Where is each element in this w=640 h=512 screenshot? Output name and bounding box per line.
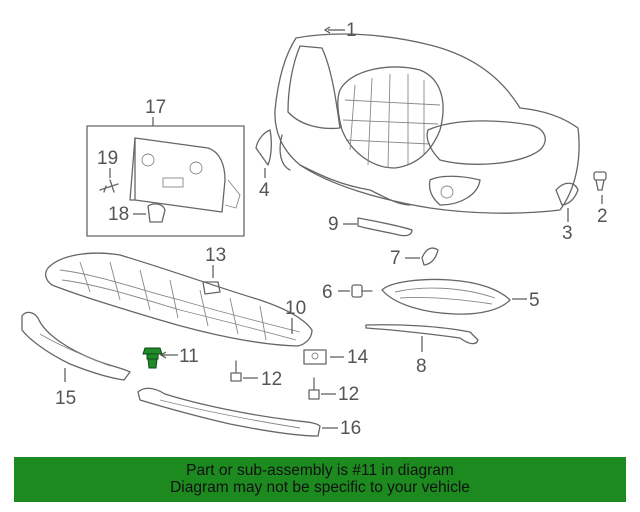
tow-cover-4 xyxy=(255,129,272,178)
bolt-6 xyxy=(338,284,373,298)
molding-16 xyxy=(137,387,338,437)
strip-9 xyxy=(343,217,413,237)
callout-2: 2 xyxy=(597,206,608,227)
callout-16: 16 xyxy=(340,418,361,439)
molding-8 xyxy=(365,324,479,352)
bracket-13 xyxy=(202,265,221,295)
screw-2 xyxy=(593,171,607,204)
banner-line-2: Diagram may not be specific to your vehi… xyxy=(170,479,470,496)
callout-10: 10 xyxy=(285,298,306,319)
callout-12b: 12 xyxy=(338,384,359,405)
bumper-fascia xyxy=(274,26,580,214)
retainer-11 xyxy=(142,347,178,369)
callout-14: 14 xyxy=(347,347,369,368)
callout-19: 19 xyxy=(97,148,118,169)
callout-15: 15 xyxy=(55,388,76,409)
deflector-10 xyxy=(45,252,313,347)
callout-17: 17 xyxy=(145,97,166,118)
info-banner: Part or sub-assembly is #11 in diagram D… xyxy=(14,457,626,502)
callout-12a: 12 xyxy=(261,369,282,390)
nut-14 xyxy=(303,349,344,365)
parts-diagram: 1 2 3 4 17 19 18 9 xyxy=(21,20,608,439)
callout-13: 13 xyxy=(205,245,226,266)
callout-8: 8 xyxy=(416,356,427,377)
callout-3: 3 xyxy=(562,223,573,244)
fog-bezel-5 xyxy=(381,278,527,315)
license-bracket-box xyxy=(86,125,245,237)
banner-line-1: Part or sub-assembly is #11 in diagram xyxy=(186,462,454,479)
callout-18: 18 xyxy=(108,204,129,225)
callout-5: 5 xyxy=(529,290,540,311)
cover-7 xyxy=(405,247,439,266)
clip-18 xyxy=(133,203,166,223)
push-pin-19 xyxy=(99,168,119,193)
bolt-12a xyxy=(230,360,258,382)
callout-11: 11 xyxy=(179,346,199,367)
bolt-12b xyxy=(308,377,336,400)
molding-15 xyxy=(21,311,131,382)
cover-3 xyxy=(555,182,579,222)
callout-7: 7 xyxy=(390,248,401,269)
callout-4: 4 xyxy=(259,180,270,201)
callout-6: 6 xyxy=(322,282,333,303)
callout-9: 9 xyxy=(328,214,339,235)
license-plate-bracket xyxy=(129,137,241,213)
callout-1: 1 xyxy=(346,20,357,41)
